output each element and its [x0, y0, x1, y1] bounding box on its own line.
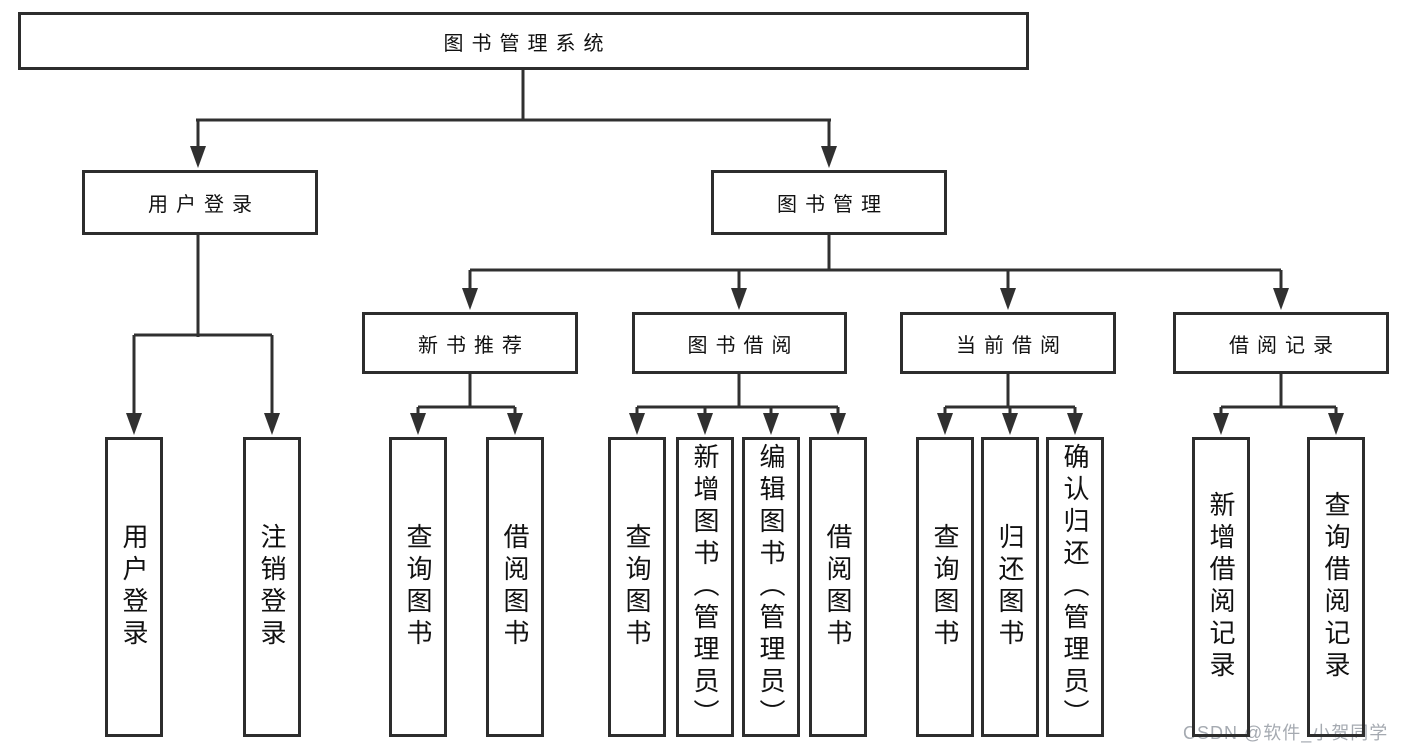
- connector-new-book-to-leaves: [410, 374, 523, 435]
- node-new-book-rec-label: 新书推荐: [418, 334, 530, 357]
- leaf-newbook-borrow-books: 借阅图书: [486, 437, 544, 737]
- leaf-borrow-query-books: 查询图书: [608, 437, 666, 737]
- leaf-current-query-books: 查询图书: [916, 437, 974, 737]
- leaf-borrow-books-label: 借阅图书: [823, 523, 853, 651]
- node-book-mgmt-label: 图书管理: [777, 194, 889, 216]
- node-book-borrow: 图书借阅: [632, 312, 847, 374]
- connector-current-borrow-to-leaves: [937, 374, 1083, 435]
- node-new-book-rec: 新书推荐: [362, 312, 578, 374]
- leaf-current-query-books-label: 查询图书: [930, 523, 960, 651]
- leaf-return-books-label: 归还图书: [995, 523, 1025, 651]
- leaf-newbook-query-books: 查询图书: [389, 437, 447, 737]
- leaf-borrow-books: 借阅图书: [809, 437, 867, 737]
- node-user-login: 用户登录: [82, 170, 318, 235]
- leaf-add-borrow-record-label: 新增借阅记录: [1206, 491, 1236, 683]
- leaf-query-borrow-record-label: 查询借阅记录: [1321, 491, 1351, 683]
- connector-borrow-record-to-leaves: [1213, 374, 1344, 435]
- node-root-system: 图书管理系统: [18, 12, 1029, 70]
- leaf-add-books-admin: 新增图书（管理员）: [676, 437, 734, 737]
- leaf-newbook-query-books-label: 查询图书: [403, 523, 433, 651]
- node-borrow-record: 借阅记录: [1173, 312, 1389, 374]
- node-root-label: 图书管理系统: [443, 32, 612, 55]
- leaf-add-borrow-record: 新增借阅记录: [1192, 437, 1250, 737]
- leaf-newbook-borrow-books-label: 借阅图书: [500, 523, 530, 651]
- leaf-return-books: 归还图书: [981, 437, 1039, 737]
- leaf-logout: 注销登录: [243, 437, 301, 737]
- leaf-add-books-admin-label: 新增图书（管理员）: [690, 443, 720, 731]
- leaf-user-login: 用户登录: [105, 437, 163, 737]
- leaf-borrow-query-books-label: 查询图书: [622, 523, 652, 651]
- node-user-login-label: 用户登录: [148, 194, 260, 216]
- csdn-watermark: CSDN @软件_小贺同学: [1183, 723, 1389, 743]
- leaf-confirm-return-admin-label: 确认归还（管理员）: [1060, 443, 1090, 731]
- node-current-borrow: 当前借阅: [900, 312, 1116, 374]
- node-current-borrow-label: 当前借阅: [956, 334, 1068, 357]
- connector-user-login-to-leaves: [126, 235, 280, 435]
- leaf-confirm-return-admin: 确认归还（管理员）: [1046, 437, 1104, 737]
- node-book-borrow-label: 图书借阅: [687, 334, 800, 357]
- connector-book-mgmt-to-level3: [462, 235, 1289, 310]
- leaf-user-login-label: 用户登录: [119, 523, 149, 651]
- leaf-logout-label: 注销登录: [257, 523, 287, 651]
- node-borrow-record-label: 借阅记录: [1229, 334, 1341, 357]
- node-book-mgmt: 图书管理: [711, 170, 947, 235]
- connector-book-borrow-to-leaves: [629, 374, 846, 435]
- leaf-edit-books-admin: 编辑图书（管理员）: [742, 437, 800, 737]
- leaf-query-borrow-record: 查询借阅记录: [1307, 437, 1365, 737]
- leaf-edit-books-admin-label: 编辑图书（管理员）: [756, 443, 786, 731]
- connector-root-to-level2: [190, 70, 837, 168]
